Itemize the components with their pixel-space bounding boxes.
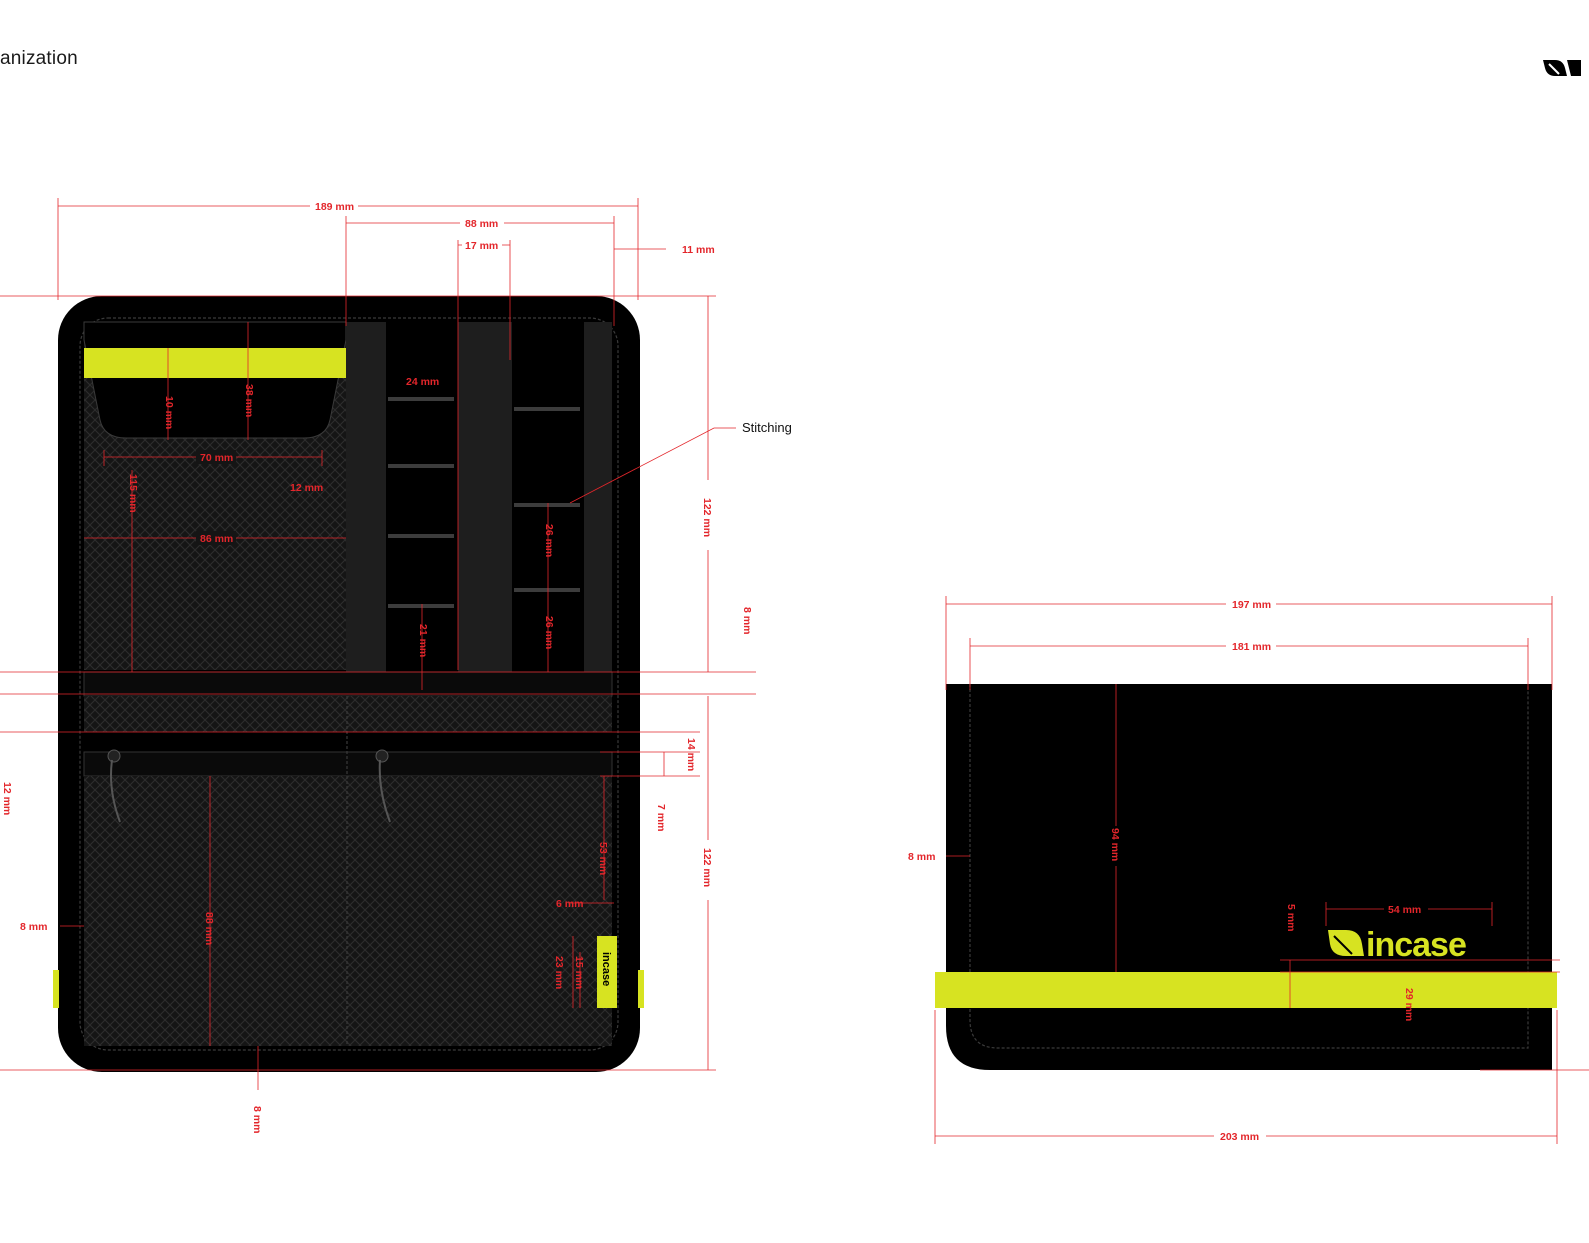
dim-left-panel-width: 86 mm	[200, 533, 233, 545]
dim-pocket-depth: 10 mm	[163, 396, 175, 429]
dim-pocket-height: 38 mm	[243, 384, 255, 417]
side-accent-band	[935, 972, 1557, 1008]
dim-lower-left-margin: 12 mm	[1, 782, 13, 815]
front-inner-stitch	[79, 317, 619, 1051]
lower-mesh-panel	[84, 776, 612, 1046]
dim-label-long: 23 mm	[553, 956, 565, 989]
dim-width-top: 197 mm	[1232, 599, 1271, 611]
dim-gap: 12 mm	[290, 482, 323, 494]
incase-label	[597, 936, 617, 1008]
lower-mesh-upper	[84, 696, 612, 732]
page-title: anization	[0, 48, 78, 69]
dim-bottom-margin: 8 mm	[251, 1106, 263, 1133]
dim-slot-width: 24 mm	[406, 376, 439, 388]
top-accent-strap	[84, 348, 348, 378]
dim-pocket-width: 70 mm	[200, 452, 233, 464]
dim-logo-gap: 5 mm	[1285, 904, 1297, 931]
incase-mark-icon	[1543, 60, 1581, 76]
dim-overall-width: 189 mm	[315, 201, 354, 213]
dim-label-offset: 53 mm	[597, 842, 609, 875]
top-pocket	[83, 321, 347, 439]
slot-dividers	[388, 397, 580, 608]
dim-label-width: 6 mm	[556, 898, 583, 910]
dim-upper-height: 122 mm	[701, 498, 713, 537]
dim-width-bottom: 203 mm	[1220, 1131, 1259, 1143]
dim-margin-right: 11 mm	[682, 244, 715, 256]
dim-logo-width: 54 mm	[1388, 904, 1421, 916]
incase-logo: incase	[1328, 926, 1467, 964]
dim-slot-pitch-2: 26 mm	[543, 616, 555, 649]
dim-strap-width: 17 mm	[465, 240, 498, 252]
dim-zip-gap: 14 mm	[685, 738, 697, 771]
dim-left-panel-height: 115 mm	[127, 474, 139, 513]
side-tab-right	[638, 970, 644, 1008]
dim-band: 8 mm	[741, 607, 753, 634]
dim-slot-pitch-1: 26 mm	[543, 524, 555, 557]
dim-right-panel-width: 88 mm	[465, 218, 498, 230]
front-view: incase	[53, 296, 644, 1072]
middle-band	[83, 671, 613, 697]
side-tab-left	[53, 970, 59, 1008]
zipper-band	[83, 751, 613, 777]
dim-lower-height: 122 mm	[701, 848, 713, 887]
dim-height: 94 mm	[1109, 828, 1121, 861]
front-dimension-labels: 189 mm 88 mm 17 mm 11 mm 24 mm 10 mm 38 …	[1, 199, 792, 1133]
dim-zip-offset: 7 mm	[655, 804, 667, 831]
side-view: incase	[935, 684, 1557, 1070]
zipper-pull-right	[375, 749, 391, 823]
dim-label-short: 15 mm	[573, 956, 585, 989]
dim-lower-pocket-height: 88 mm	[203, 912, 215, 945]
incase-label-text: incase	[600, 952, 612, 986]
dim-band-height: 29 mm	[1403, 988, 1415, 1021]
zipper-pull-left	[107, 749, 121, 823]
dim-slot-bottom: 21 mm	[417, 624, 429, 657]
incase-logo-text: incase	[1366, 926, 1466, 964]
dim-side-margin: 8 mm	[20, 921, 47, 933]
dim-width-inner: 181 mm	[1232, 641, 1271, 653]
stitching-callout: Stitching	[742, 420, 792, 435]
dim-side-margin-side: 8 mm	[908, 851, 935, 863]
side-case-body	[946, 684, 1552, 1070]
stitching-leader	[569, 427, 736, 504]
side-dimension-labels: 197 mm 181 mm 8 mm 94 mm 54 mm 5 mm 29 m…	[908, 597, 1428, 1143]
